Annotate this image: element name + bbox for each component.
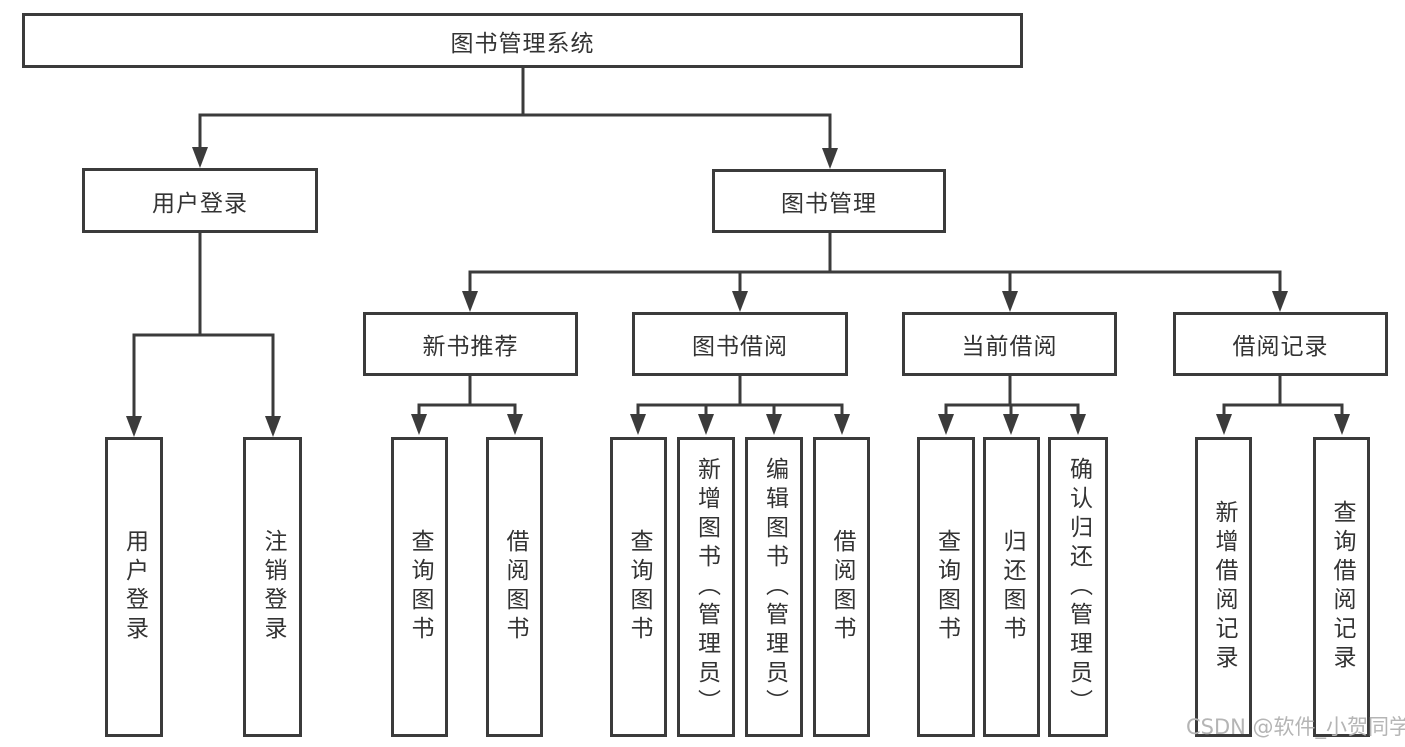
leaf-add-book-admin: 新增图书（管理员）	[677, 437, 735, 737]
leaf-query-borrow-record: 查询借阅记录	[1313, 437, 1370, 737]
node-book-borrow: 图书借阅	[632, 312, 848, 376]
leaf-label: 新增图书（管理员）	[693, 456, 720, 718]
leaf-label: 归还图书	[999, 529, 1025, 645]
node-new-book-recommend: 新书推荐	[363, 312, 578, 376]
leaf-label: 确认归还（管理员）	[1065, 456, 1092, 718]
leaf-label: 查询图书	[626, 529, 652, 645]
leaf-query-books-current: 查询图书	[917, 437, 975, 737]
leaf-query-books-recommend: 查询图书	[391, 437, 448, 737]
leaf-edit-book-admin: 编辑图书（管理员）	[745, 437, 803, 737]
leaf-query-books-borrow: 查询图书	[610, 437, 667, 737]
csdn-watermark: CSDN @软件_小贺同学	[1186, 715, 1405, 739]
leaf-label: 查询图书	[407, 529, 433, 645]
leaf-label: 用户登录	[121, 529, 148, 645]
leaf-label: 编辑图书（管理员）	[761, 456, 788, 718]
leaf-add-borrow-record: 新增借阅记录	[1195, 437, 1252, 737]
leaf-label: 新增借阅记录	[1211, 500, 1237, 674]
leaf-borrow-books-recommend: 借阅图书	[486, 437, 543, 737]
node-user-login: 用户登录	[82, 168, 318, 233]
leaf-label: 注销登录	[260, 529, 286, 645]
node-root: 图书管理系统	[22, 13, 1023, 68]
leaf-borrow-books: 借阅图书	[813, 437, 870, 737]
leaf-confirm-return-admin: 确认归还（管理员）	[1048, 437, 1108, 737]
leaf-label: 查询图书	[933, 529, 960, 645]
leaf-label: 查询借阅记录	[1329, 500, 1355, 674]
leaf-label: 借阅图书	[829, 529, 855, 645]
leaf-logout: 注销登录	[243, 437, 302, 737]
node-current-borrow: 当前借阅	[902, 312, 1117, 376]
node-book-management: 图书管理	[712, 169, 946, 233]
leaf-label: 借阅图书	[502, 529, 528, 645]
leaf-return-book: 归还图书	[983, 437, 1040, 737]
leaf-user-login: 用户登录	[105, 437, 163, 737]
node-borrow-records: 借阅记录	[1173, 312, 1388, 376]
